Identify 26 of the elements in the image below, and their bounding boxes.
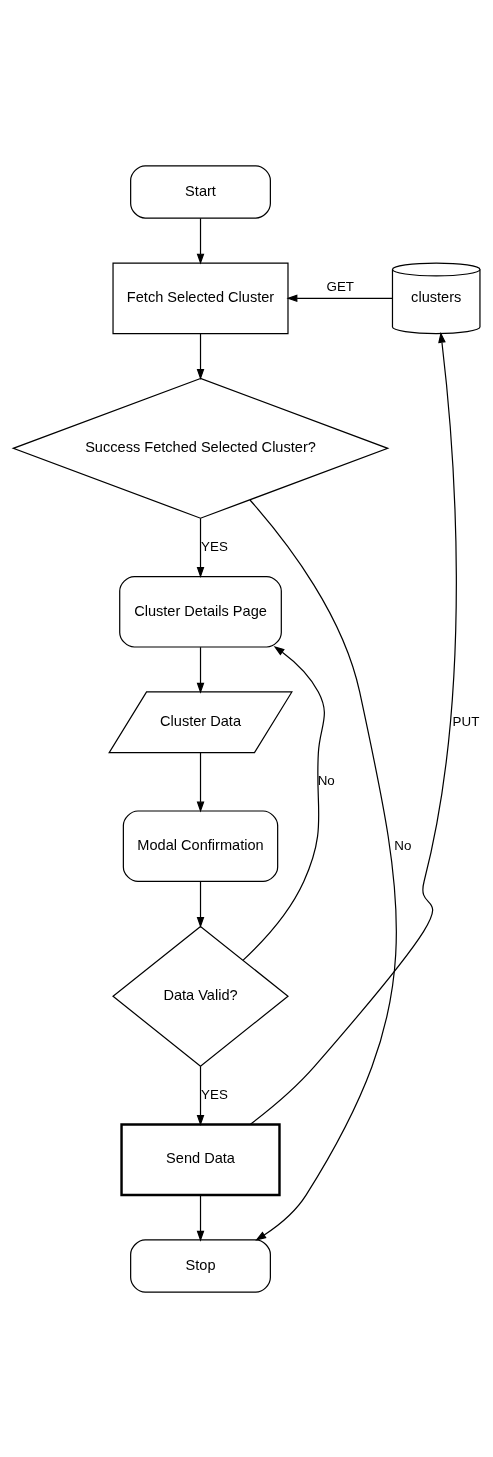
arrow bbox=[286, 293, 393, 302]
arrow bbox=[196, 1194, 205, 1242]
arrow bbox=[196, 217, 205, 265]
arrow bbox=[242, 645, 325, 961]
arrow bbox=[196, 1065, 205, 1126]
edge-label: GET bbox=[326, 278, 354, 294]
node-box: Start bbox=[130, 164, 271, 219]
node-box: Send Data bbox=[120, 1122, 281, 1196]
arrow bbox=[249, 331, 457, 1125]
node-diamond: Data Valid? bbox=[112, 925, 289, 1067]
arrow bbox=[196, 751, 205, 813]
edge-label: No bbox=[317, 772, 335, 788]
edge-label: PUT bbox=[452, 713, 480, 729]
arrow bbox=[249, 498, 397, 1241]
arrow bbox=[196, 332, 205, 380]
node-box: Stop bbox=[130, 1238, 271, 1293]
node-box: Cluster Details Page bbox=[119, 575, 282, 648]
edge-label: YES bbox=[201, 1086, 228, 1102]
edge-label: No bbox=[394, 837, 412, 853]
arrow bbox=[196, 517, 205, 578]
edge-label: YES bbox=[201, 538, 228, 554]
node-diamond: Success Fetched Selected Cluster? bbox=[11, 377, 390, 519]
arrow bbox=[196, 880, 205, 928]
node-box: Fetch Selected Cluster bbox=[112, 261, 289, 334]
arrow bbox=[196, 646, 205, 694]
node-box: Modal Confirmation bbox=[122, 809, 279, 882]
